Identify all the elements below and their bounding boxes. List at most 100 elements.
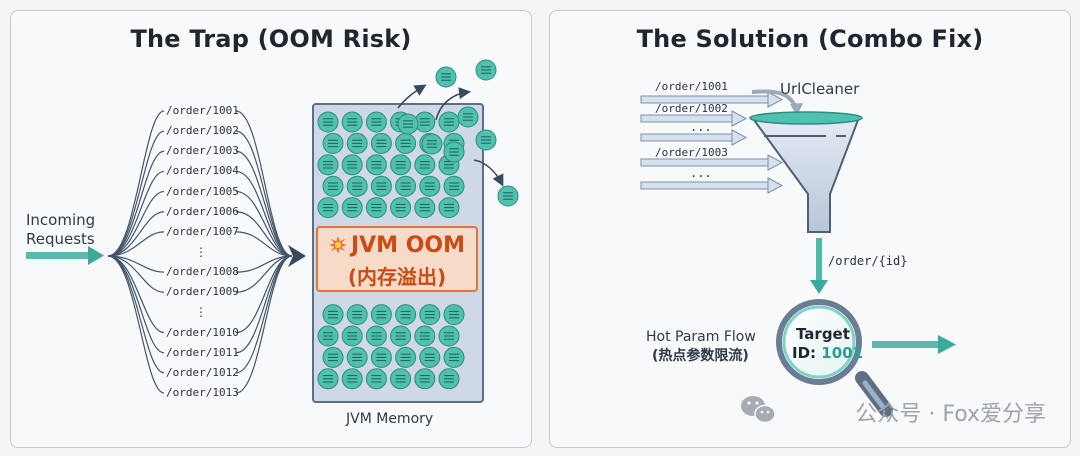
- memory-object-icon: [322, 346, 344, 368]
- converge-arrow-icon: [288, 245, 306, 267]
- url-input-3: /order/1003: [655, 146, 728, 159]
- url-cleaner-label: UrlCleaner: [780, 80, 860, 98]
- request-path-label: /order/1006: [166, 204, 239, 218]
- memory-object-icon: [317, 111, 339, 133]
- explosion-icon: [328, 236, 347, 254]
- fan-in-line: [107, 150, 165, 257]
- memory-object-icon: [497, 185, 519, 207]
- url-cleaner-funnel-icon: [749, 111, 863, 233]
- normalized-path-arrow: [810, 238, 828, 294]
- memory-object-icon: [414, 197, 436, 219]
- memory-object-icon: [414, 368, 436, 390]
- memory-object-icon: [438, 111, 460, 133]
- target-id-row: ID: 1001: [792, 344, 863, 362]
- watermark-text: 公众号 · Fox爱分享: [855, 402, 1046, 427]
- fan-in-line: [107, 130, 165, 257]
- hot-param-flow-subtitle: (热点参数限流): [652, 348, 749, 364]
- request-path-label: /order/1011: [166, 345, 239, 359]
- memory-object-icon: [443, 346, 465, 368]
- memory-object-icon: [346, 132, 368, 154]
- overflow-arrow: [473, 159, 504, 187]
- memory-object-icon: [317, 197, 339, 219]
- target-label: Target: [796, 325, 850, 343]
- incoming-requests-label-line2: Requests: [26, 230, 95, 248]
- memory-object-icon: [370, 132, 392, 154]
- solution-panel-title: The Solution (Combo Fix): [636, 25, 984, 53]
- request-path-label: /order/1009: [166, 285, 239, 299]
- memory-object-icon: [438, 197, 460, 219]
- memory-object-icon: [365, 154, 387, 176]
- memory-object-icon: [419, 175, 441, 197]
- memory-object-icon: [370, 346, 392, 368]
- memory-object-icon: [435, 66, 457, 88]
- jvm-memory-label: JVM Memory: [346, 411, 434, 427]
- fan-out-line: [235, 231, 293, 257]
- memory-object-icon: [341, 111, 363, 133]
- normalized-path-label: /order/{id}: [828, 254, 908, 268]
- memory-object-icon: [390, 325, 412, 347]
- url-input-2: /order/1002: [655, 102, 728, 115]
- memory-object-icon: [346, 175, 368, 197]
- memory-object-icon: [322, 304, 344, 326]
- memory-object-icon: [421, 133, 443, 155]
- cleaner-curve-arrowhead: [790, 103, 803, 116]
- memory-object-icon: [341, 325, 363, 347]
- memory-object-icon: [341, 154, 363, 176]
- fan-in-line: [107, 255, 165, 394]
- memory-object-icon: [397, 113, 419, 135]
- url-input-ellipsis-2: ...: [690, 166, 712, 180]
- fan-out-line: [235, 255, 293, 293]
- overflow-objects: [397, 59, 519, 207]
- memory-object-icon: [365, 325, 387, 347]
- memory-object-icon: [414, 111, 436, 133]
- memory-object-icon: [475, 129, 497, 151]
- memory-object-icon: [322, 132, 344, 154]
- memory-object-icon: [395, 304, 417, 326]
- request-path-label: /order/1007: [166, 224, 239, 238]
- fan-in-line: [107, 255, 165, 293]
- fan-in-line: [107, 170, 165, 257]
- memory-object-icon: [395, 346, 417, 368]
- url-input-ellipsis-1: ...: [690, 120, 712, 134]
- magnifier-icon: [776, 299, 893, 417]
- overflow-arrow: [435, 87, 471, 121]
- incoming-requests-label-line1: Incoming: [26, 211, 96, 229]
- request-path-label: /order/1013: [166, 386, 239, 399]
- memory-object-icon: [317, 368, 339, 390]
- fan-out-line: [235, 170, 293, 257]
- memory-object-icon: [419, 304, 441, 326]
- memory-object-icon: [390, 368, 412, 390]
- url-input-arrow: [640, 110, 748, 127]
- incoming-arrow: [26, 246, 104, 265]
- request-path-label: /order/1002: [166, 124, 239, 138]
- memory-object-icon: [438, 368, 460, 390]
- oom-subtitle: (内存溢出): [347, 265, 447, 289]
- oom-title: JVM OOM: [350, 233, 466, 258]
- memory-object-icon: [346, 304, 368, 326]
- memory-object-icon: [322, 175, 344, 197]
- request-path-label: /order/1008: [166, 265, 239, 279]
- fan-in-line: [107, 110, 165, 257]
- request-ellipsis: ⋮: [195, 245, 207, 259]
- request-path-label: /order/1012: [166, 365, 239, 379]
- url-input-arrow: [640, 177, 784, 194]
- fan-out-line: [235, 110, 293, 257]
- memory-object-icon: [443, 304, 465, 326]
- target-id-prefix: ID:: [792, 344, 817, 362]
- wechat-icon: [741, 396, 776, 424]
- memory-object-icon: [341, 368, 363, 390]
- url-input-arrow: [640, 154, 784, 171]
- memory-object-icon: [443, 141, 465, 163]
- url-input-arrow: [640, 91, 784, 108]
- memory-object-icon: [395, 175, 417, 197]
- overflow-arrow: [397, 84, 427, 109]
- fan-out-line: [235, 190, 293, 257]
- memory-object-icon: [317, 154, 339, 176]
- memory-object-icon: [475, 59, 497, 81]
- oom-alert-box: JVM OOM (内存溢出): [316, 226, 478, 292]
- hot-param-flow-label: Hot Param Flow: [646, 329, 756, 345]
- target-id-value: 1001: [821, 344, 864, 362]
- fan-out-line: [235, 130, 293, 257]
